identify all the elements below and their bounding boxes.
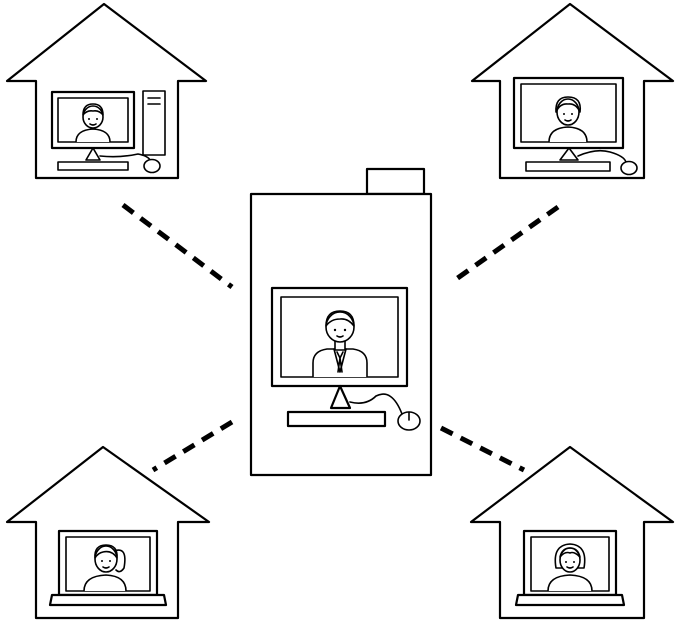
woman-with-ponytail-avatar bbox=[83, 544, 127, 592]
monitor-stand bbox=[329, 384, 352, 410]
woman-with-bob-hair-avatar bbox=[547, 543, 593, 592]
house-icon-bottom-right bbox=[469, 445, 675, 620]
connection-line-bottom-right bbox=[439, 425, 526, 473]
short-haired-man-avatar bbox=[75, 103, 111, 143]
building-chimney bbox=[365, 167, 426, 196]
mouse-icon bbox=[620, 160, 638, 176]
mouse-icon bbox=[143, 158, 161, 174]
mouse-cable bbox=[349, 393, 403, 415]
laptop-base bbox=[514, 593, 626, 607]
connections bbox=[121, 203, 560, 473]
mouse-cable bbox=[99, 153, 151, 161]
monitor-stand bbox=[85, 147, 101, 161]
connection-line-top-left bbox=[121, 203, 234, 289]
house-icon-top-left bbox=[5, 2, 208, 180]
pc-tower-icon bbox=[142, 90, 166, 156]
mouse-cable bbox=[577, 149, 627, 163]
keyboard-icon bbox=[286, 410, 387, 428]
keyboard-icon bbox=[525, 161, 611, 172]
laptop-base bbox=[48, 593, 168, 607]
hub-workstation bbox=[270, 286, 421, 431]
man-in-suit-avatar bbox=[312, 310, 368, 377]
connection-line-top-right bbox=[450, 204, 560, 285]
office-building-icon bbox=[249, 167, 433, 477]
monitor-stand bbox=[559, 147, 579, 161]
keyboard-icon bbox=[57, 161, 129, 171]
house-icon-top-right bbox=[470, 2, 675, 180]
connection-line-bottom-left bbox=[151, 419, 234, 473]
young-person-avatar bbox=[548, 96, 588, 143]
house-icon-bottom-left bbox=[5, 445, 211, 620]
